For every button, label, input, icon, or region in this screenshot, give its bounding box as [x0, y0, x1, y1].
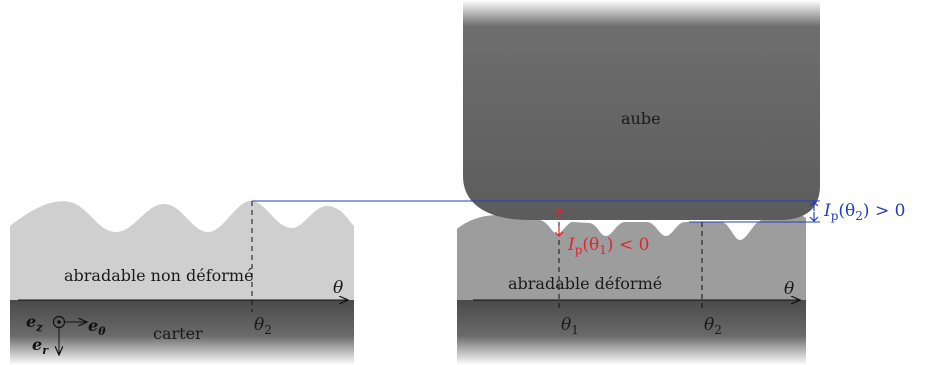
positive-annotation: Ip(θ2) > 0: [823, 201, 905, 223]
deformed-panel: aube θ θ1 θ2 abradable déformé Ip(θ1) < …: [457, 0, 820, 365]
ez-label: ez: [26, 312, 43, 334]
blade: [463, 0, 820, 220]
ez-symbol: [52, 315, 66, 329]
basis-vectors: ez eθ er: [26, 312, 106, 357]
er-label: er: [32, 335, 49, 357]
theta-label-left: θ: [333, 278, 343, 298]
casing-left: [10, 300, 354, 365]
theta2-label-right: θ2: [704, 315, 722, 337]
negative-annotation: Ip(θ1) < 0: [567, 235, 649, 257]
theta-label-right: θ: [784, 279, 794, 299]
abradable-deformed: [457, 211, 806, 300]
undeformed-panel: θ θ2 abradable non déformé carter ez eθ …: [10, 200, 354, 365]
deformed-label: abradable déformé: [508, 274, 662, 293]
casing-right: [457, 300, 806, 365]
undeformed-label: abradable non déformé: [64, 266, 254, 285]
casing-label: carter: [153, 324, 203, 343]
etheta-label: eθ: [88, 316, 106, 338]
abradable-undeformed: [10, 200, 354, 300]
blade-label: aube: [621, 109, 661, 128]
theta2-label-left: θ2: [254, 315, 272, 337]
positive-penetration: Ip(θ2) > 0: [252, 200, 905, 223]
theta1-label: θ1: [561, 315, 579, 337]
